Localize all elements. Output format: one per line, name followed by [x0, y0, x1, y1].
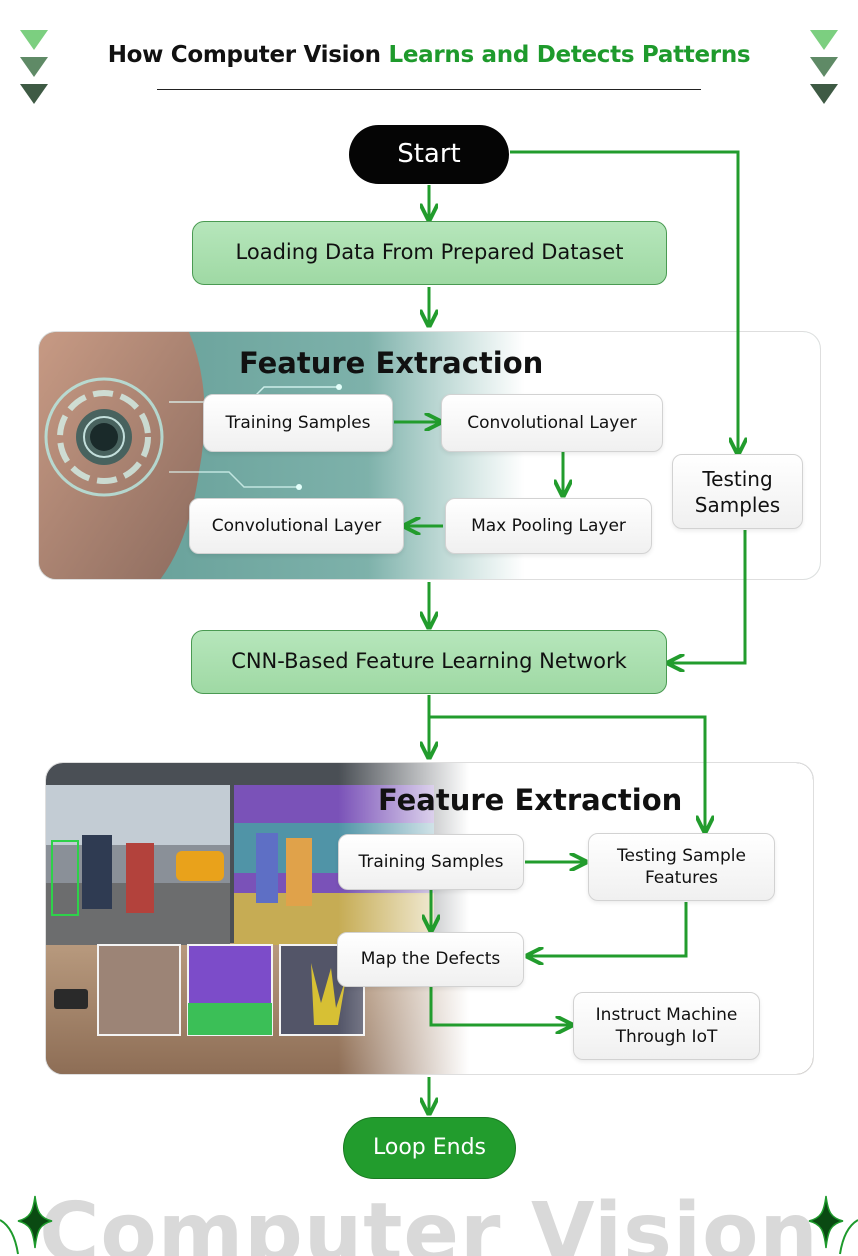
triangle-stack-left — [20, 30, 48, 111]
panel-1-title: Feature Extraction — [239, 346, 544, 380]
watermark-text: Computer Vision — [39, 1186, 819, 1256]
title-plain: How Computer Vision — [107, 42, 389, 68]
triangle-icon — [20, 30, 48, 50]
start-node: Start — [349, 125, 509, 184]
triangle-icon — [810, 30, 838, 50]
triangle-stack-right — [810, 30, 838, 111]
instruct-machine-node: Instruct Machine Through IoT — [573, 992, 760, 1060]
arrow-cnn-to-testing-features — [429, 715, 705, 830]
load-data-node: Loading Data From Prepared Dataset — [192, 221, 667, 285]
panel-2-title: Feature Extraction — [378, 783, 683, 817]
triangle-icon — [20, 57, 48, 77]
convolutional-layer-node-bottom: Convolutional Layer — [189, 498, 404, 554]
arrow-features-to-map — [529, 902, 688, 956]
loop-ends-node: Loop Ends — [343, 1117, 516, 1179]
training-samples-node-2: Training Samples — [338, 834, 524, 890]
map-defects-node: Map the Defects — [337, 932, 524, 987]
triangle-icon — [810, 57, 838, 77]
testing-samples-node: Testing Samples — [672, 454, 803, 529]
sparkle-icon — [0, 1195, 53, 1255]
max-pooling-layer-node: Max Pooling Layer — [445, 498, 652, 554]
title-accent: Learns and Detects Patterns — [388, 42, 751, 68]
arrow-testing-to-cnn — [670, 530, 747, 663]
arrow-start-to-testing — [510, 150, 738, 452]
triangle-icon — [20, 84, 48, 104]
triangle-icon — [810, 84, 838, 104]
arrow-map-to-instruct — [429, 987, 570, 1025]
convolutional-layer-node-top: Convolutional Layer — [441, 394, 663, 452]
training-samples-node-1: Training Samples — [203, 394, 393, 452]
sparkle-icon — [808, 1195, 858, 1255]
testing-sample-features-node: Testing Sample Features — [588, 833, 775, 901]
page-title: How Computer Vision Learns and Detects P… — [0, 42, 858, 68]
title-divider — [157, 89, 701, 90]
cnn-network-node: CNN-Based Feature Learning Network — [191, 630, 667, 694]
